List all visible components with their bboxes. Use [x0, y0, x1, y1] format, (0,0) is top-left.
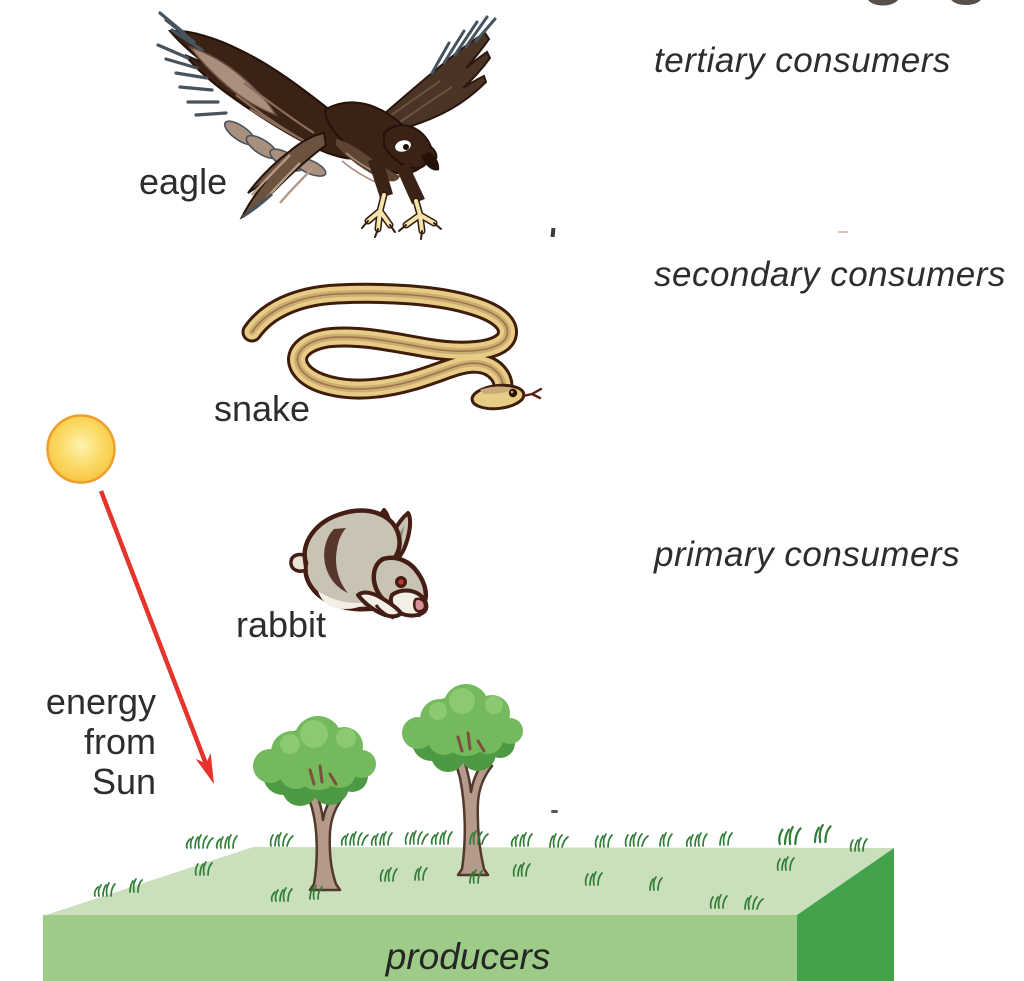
snake-eye — [508, 388, 518, 398]
grass-front-face — [43, 915, 797, 981]
label-snake: snake — [214, 388, 311, 429]
rabbit-tail — [289, 552, 308, 573]
rabbit-nose — [412, 597, 427, 613]
label-eagle: eagle — [139, 161, 228, 202]
eagle-head — [383, 124, 440, 171]
cropped-shapes-top-right — [868, 0, 981, 6]
label-secondary-consumers: secondary consumers — [654, 255, 1006, 294]
eagle-tail — [239, 131, 328, 220]
stray-mark — [550, 227, 556, 238]
grass-right-face — [797, 848, 894, 981]
energy-line-1: energy — [45, 681, 156, 722]
eagle-illustration — [156, 11, 497, 240]
eagle-left-wing — [156, 11, 360, 177]
eagle-right-wing — [360, 15, 497, 139]
arrowhead — [195, 753, 214, 784]
stray-mark — [551, 810, 558, 813]
producers-grass-block — [43, 684, 894, 981]
energy-line-3: Sun — [91, 761, 156, 802]
snake-body — [241, 282, 518, 409]
stray-mark — [838, 231, 848, 233]
energy-arrow — [98, 490, 214, 784]
energy-line-2: from — [84, 721, 156, 762]
grass-tufts — [93, 823, 868, 910]
tree — [253, 716, 376, 892]
label-energy-from-sun: energy from Sun — [28, 682, 156, 802]
snake-tongue — [521, 387, 543, 400]
rabbit-illustration — [289, 508, 429, 620]
label-producers: producers — [385, 936, 551, 977]
rabbit-front-legs — [356, 590, 403, 620]
snake-head — [470, 383, 543, 411]
tree — [402, 684, 523, 877]
eagle-legs-talons — [361, 157, 442, 240]
label-primary-consumers: primary consumers — [654, 535, 961, 574]
snake-illustration — [241, 282, 543, 411]
sun-icon — [46, 414, 116, 484]
label-tertiary-consumers: tertiary consumers — [654, 41, 951, 80]
label-rabbit: rabbit — [236, 604, 327, 645]
grass-top-face — [43, 847, 894, 916]
